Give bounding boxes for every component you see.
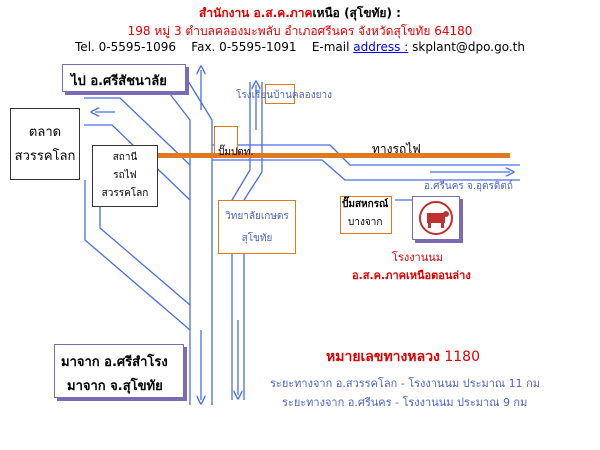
station-label-line3: สวรรคโลก: [101, 188, 149, 199]
highway-number: หมายเลขทางหลวง 1180: [326, 346, 480, 368]
main-road-right-edge: [179, 67, 213, 405]
to-si-nakhon-label: อ.ศรีนคร จ.อุตรดิตถ์: [424, 181, 513, 192]
to-si-satchanalai-label: ไป อ.ศรีสัชนาลัย: [71, 74, 167, 89]
header-email-label: E-mail: [311, 40, 350, 54]
from-sukhothai-label: มาจาก จ.สุโขทัย: [67, 379, 163, 394]
market-label-line1: ตลาด: [28, 125, 62, 140]
distance-note-2: ระยะทางจาก อ.ศรีนคร - โรงงานนม ประมาณ 9 …: [282, 396, 528, 409]
header-region: เหนือ (สุโขทัย) :: [312, 6, 401, 20]
header-org: สำนักงาน อ.ส.ค.ภาค: [199, 6, 313, 20]
coop-pump-marker: [340, 196, 392, 234]
factory-label-line2: อ.ส.ค.ภาคเหนือตอนล่าง: [352, 269, 471, 282]
school-road-right: [243, 82, 263, 400]
branch-road-lower: [212, 159, 520, 181]
road-sawankhalok-upper: [84, 97, 191, 166]
coop-pump-line2: บางจาก: [348, 217, 383, 228]
coop-pump-line1: ปั๊มสหกรณ์: [342, 199, 389, 210]
header-fax: Fax. 0-5595-1091: [191, 40, 297, 54]
station-label-line2: รถไฟ: [113, 170, 137, 181]
railway-line: [100, 153, 510, 158]
left-road-left-edge: [84, 180, 191, 331]
agri-college-line2: สุโขทัย: [241, 233, 273, 244]
to-si-satchanalai-box: ไป อ.ศรีสัชนาลัย: [62, 64, 186, 92]
header-contact: Tel. 0-5595-1096 Fax. 0-5595-1091 E-mail…: [0, 40, 600, 54]
factory-label-line1: โรงงานนม: [392, 251, 444, 264]
from-si-samrong-label: มาจาก อ.ศรีสำโรง: [61, 355, 168, 370]
school-marker: [265, 84, 295, 104]
header-line1: สำนักงาน อ.ส.ค.ภาคเหนือ (สุโขทัย) :: [0, 4, 600, 23]
market-label-line2: สวรรคโลก: [14, 149, 76, 164]
highway-no: 1180: [444, 349, 480, 365]
school-road-left: [231, 82, 251, 400]
agri-college-box: วิทยาลัยเกษตร สุโขทัย: [218, 200, 296, 254]
ptt-marker: [214, 126, 238, 154]
header-tel: Tel. 0-5595-1096: [75, 40, 177, 54]
highway-label: หมายเลขทางหลวง: [326, 349, 440, 365]
sawankhalok-market-box: ตลาด สวรรคโลก: [10, 108, 80, 180]
distance-note-1: ระยะทางจาก อ.สวรรคโลก - โรงงานนม ประมาณ …: [270, 377, 541, 390]
school-label: โรงเรียนบ้านคลองยาง: [236, 90, 332, 101]
ptt-station-label: ปั๊มปตท.: [218, 147, 254, 158]
railway-label: ทางรถไฟ: [372, 142, 421, 156]
station-label-line1: สถานี: [112, 152, 138, 163]
railway-station-box: สถานี รถไฟ สวรรคโลก: [92, 145, 158, 207]
factory-logo-box: [412, 196, 460, 240]
header-address: 198 หมู่ 3 ตำบลคลองมะพลับ อำเภอศรีนคร จั…: [127, 24, 473, 38]
agri-college-line1: วิทยาลัยเกษตร: [225, 211, 289, 222]
email-address-link[interactable]: address :: [353, 40, 409, 54]
from-south-box: มาจาก อ.ศรีสำโรง มาจาก จ.สุโขทัย: [54, 344, 184, 398]
dairy-cow-logo-icon: [419, 201, 453, 235]
road-sawankhalok-lower: [84, 124, 191, 201]
header-email-value: skplant@dpo.go.th: [408, 40, 525, 54]
